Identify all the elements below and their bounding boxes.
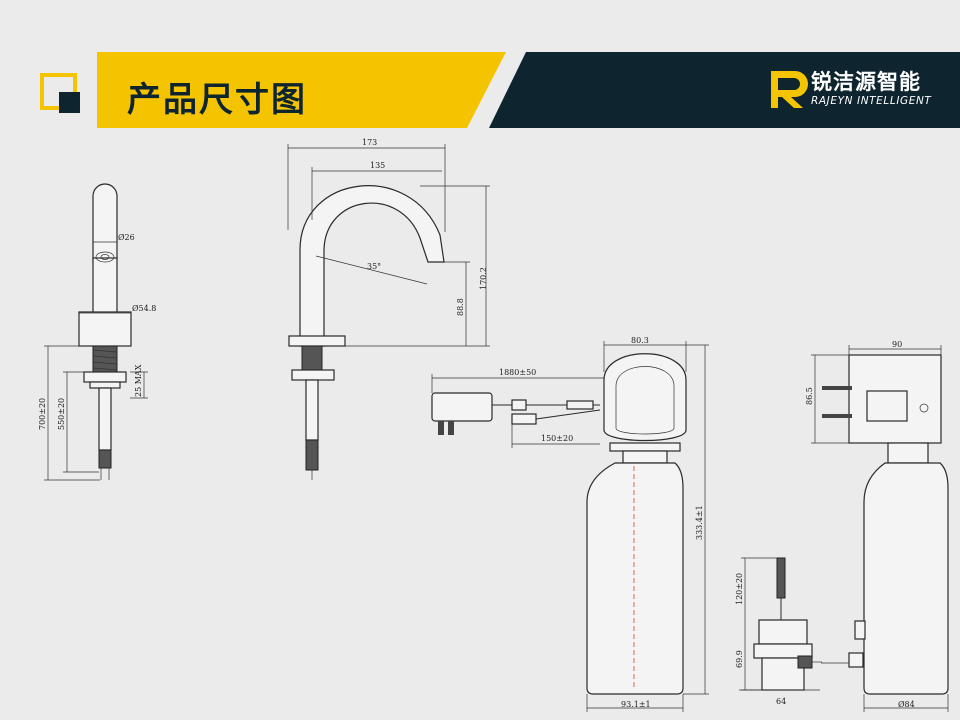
- dim-w173: 173: [362, 138, 377, 147]
- dim-w135: 135: [370, 161, 385, 170]
- dim-w90: 90: [892, 340, 902, 349]
- r-letter-logo: [771, 71, 808, 108]
- dim-h120: 120±20: [735, 573, 744, 605]
- power-adapter: 1880±50 150±20: [431, 368, 605, 448]
- dim-d548: Ø54.8: [132, 304, 156, 313]
- brand-name-cn: 锐洁源智能: [811, 70, 921, 94]
- brand-band: [489, 52, 960, 128]
- header-graphics: [40, 52, 960, 128]
- dispenser-side-view: 90 86.5 Ø84: [805, 340, 949, 712]
- pump-module-detail: 120±20 69.9 64: [735, 557, 822, 706]
- brand-name-en: RAJEYN INTELLIGENT: [811, 95, 932, 107]
- dim-h1702: 170.2: [479, 267, 488, 290]
- title-band: [97, 52, 506, 128]
- dim-25max: 25 MAX: [134, 364, 143, 397]
- dim-h699: 69.9: [735, 650, 744, 668]
- dispenser-front-view: 80.3 333.4±1 93.1±1: [586, 336, 709, 712]
- dim-cable1880: 1880±50: [499, 368, 536, 377]
- square-outline-icon: [40, 73, 80, 113]
- dim-h3334: 333.4±1: [695, 505, 704, 540]
- dim-angle35: 35°: [367, 262, 381, 271]
- dim-cable150: 150±20: [541, 434, 573, 443]
- faucet-front-view: Ø26 Ø54.8 700±20 550±20 25 MAX: [38, 183, 156, 481]
- dim-w64: 64: [776, 697, 786, 706]
- header-banner: 产品尺寸图 锐洁源智能 RAJEYN INTELLIGENT: [0, 0, 960, 140]
- dim-h865: 86.5: [805, 387, 814, 405]
- faucet-side-view: 35° 173 135 170.2 88.8: [287, 138, 490, 480]
- dim-h888: 88.8: [456, 298, 465, 316]
- dim-h700: 700±20: [38, 398, 47, 430]
- dim-h550: 550±20: [57, 398, 66, 430]
- dim-w803: 80.3: [631, 336, 649, 345]
- dim-d26: Ø26: [118, 233, 135, 242]
- dim-d84: Ø84: [898, 700, 915, 709]
- page-title: 产品尺寸图: [127, 80, 307, 120]
- dim-w931: 93.1±1: [621, 700, 651, 709]
